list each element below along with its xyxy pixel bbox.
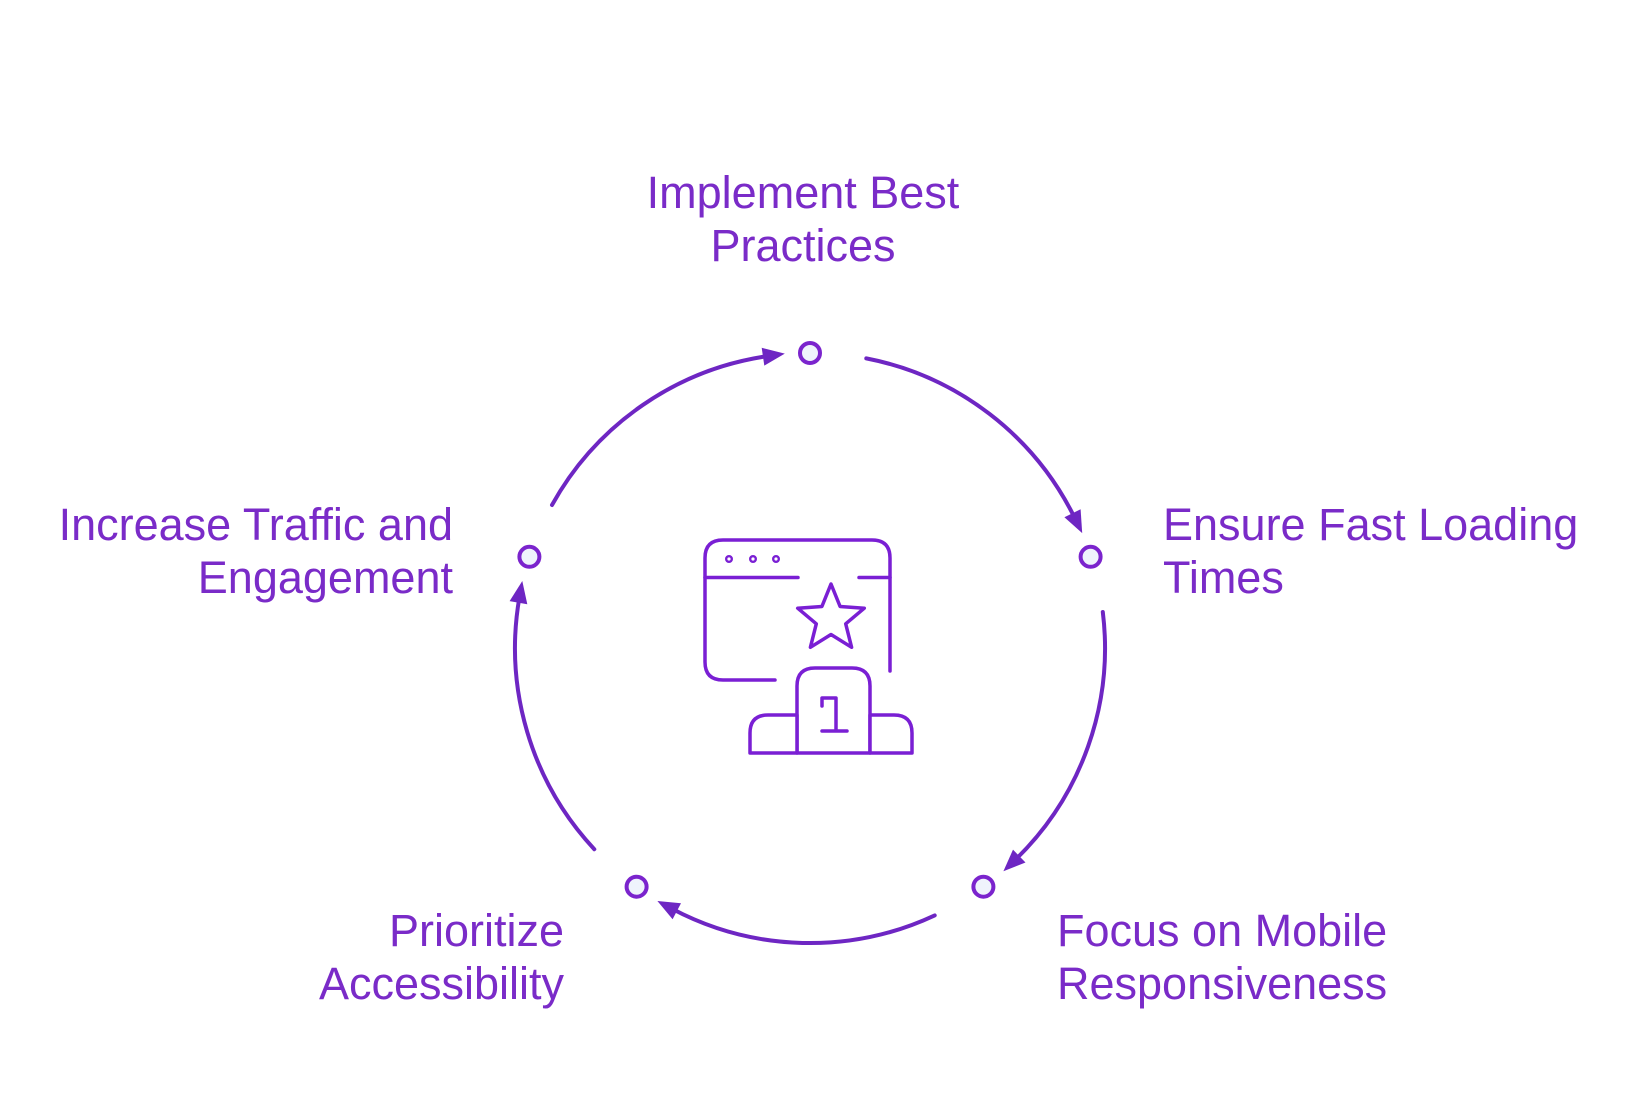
cycle-node	[971, 874, 996, 899]
browser-outline	[703, 538, 892, 682]
arrow-head-icon	[1064, 509, 1083, 534]
cycle-arc	[550, 353, 771, 507]
label-line: Times	[1163, 552, 1284, 603]
label-line: Ensure Fast Loading	[1163, 499, 1579, 550]
label-focus-on-mobile-responsiveness: Focus on Mobile Responsiveness	[1057, 904, 1387, 1010]
label-line: Increase Traffic and	[58, 499, 453, 550]
cycle-arc	[1012, 610, 1107, 863]
window-dot-icon	[772, 555, 781, 564]
label-line: Focus on Mobile	[1057, 905, 1388, 956]
podium-icon	[748, 666, 914, 755]
label-implement-best-practices: Implement Best Practices	[503, 166, 1103, 272]
arrow-head-icon	[761, 347, 785, 366]
first-place-number	[820, 696, 849, 733]
label-line: Implement Best	[646, 167, 960, 218]
label-line: Responsiveness	[1057, 958, 1388, 1009]
cycle-arc	[864, 356, 1078, 521]
label-line: Accessibility	[318, 958, 564, 1009]
cycle-node	[624, 874, 649, 899]
cycle-node	[798, 341, 822, 365]
label-line: Engagement	[197, 552, 453, 603]
arrow-head-icon	[509, 581, 528, 605]
label-ensure-fast-loading-times: Ensure Fast Loading Times	[1163, 498, 1578, 604]
podium-step-right	[868, 713, 914, 755]
window-dot-icon	[749, 555, 758, 564]
cycle-node	[517, 544, 542, 569]
arrow-head-icon	[1003, 849, 1026, 872]
cycle-nodes	[517, 341, 1103, 899]
star-icon	[795, 582, 867, 650]
label-line: Practices	[710, 220, 896, 271]
podium-step-center	[795, 666, 872, 755]
cycle-arc	[513, 594, 597, 852]
podium-step-left	[748, 713, 799, 755]
cycle-arc	[669, 906, 937, 945]
cycle-arcs	[509, 347, 1107, 945]
label-prioritize-accessibility: Prioritize Accessibility	[319, 904, 564, 1010]
cycle-node	[1078, 544, 1103, 569]
browser-window-icon	[703, 538, 892, 682]
label-line: Prioritize	[388, 905, 564, 956]
label-increase-traffic-and-engagement: Increase Traffic and Engagement	[59, 498, 453, 604]
winner-website-icon	[703, 538, 914, 755]
window-dot-icon	[725, 555, 734, 564]
arrow-head-icon	[657, 901, 681, 920]
